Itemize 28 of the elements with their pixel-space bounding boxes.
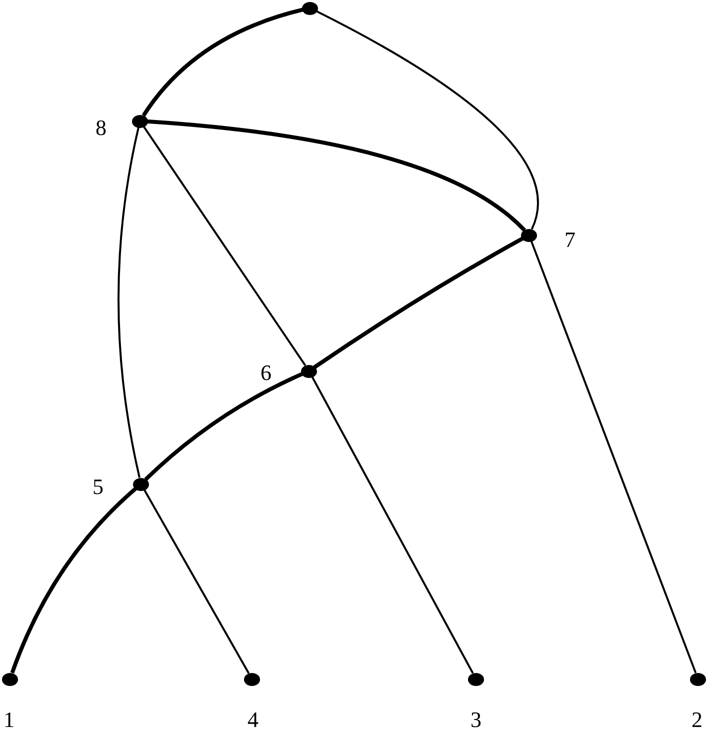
vertex-dot — [521, 228, 537, 242]
graph-edge — [143, 489, 250, 674]
vertex-dot — [301, 364, 317, 378]
vertex-label: 8 — [96, 117, 106, 139]
vertex-label: 1 — [4, 709, 14, 731]
vertex-dot — [468, 672, 484, 686]
vertex-label: 6 — [260, 362, 272, 384]
graph-edge — [142, 126, 306, 366]
vertex-label: 2 — [692, 709, 702, 731]
vertex-dot — [302, 2, 318, 14]
graph-edge — [10, 486, 138, 674]
graph-edge — [530, 240, 697, 674]
vertex-dot — [2, 672, 18, 686]
graph-edge — [311, 376, 474, 674]
graph-edge — [315, 10, 539, 230]
vertex-label: 4 — [248, 709, 258, 731]
graph-edge — [142, 8, 304, 117]
vertex-dot — [132, 114, 148, 128]
vertex-dot — [244, 672, 260, 686]
vertex-dot — [133, 478, 149, 490]
graph-edge — [146, 119, 526, 232]
vertex-label: 5 — [92, 476, 104, 498]
vertex-dot — [690, 672, 706, 686]
graph-edge — [313, 236, 524, 369]
graph-edge — [118, 127, 140, 478]
vertex-label: 7 — [564, 229, 576, 251]
graph-edge — [144, 372, 304, 481]
vertex-label: 3 — [470, 709, 482, 731]
